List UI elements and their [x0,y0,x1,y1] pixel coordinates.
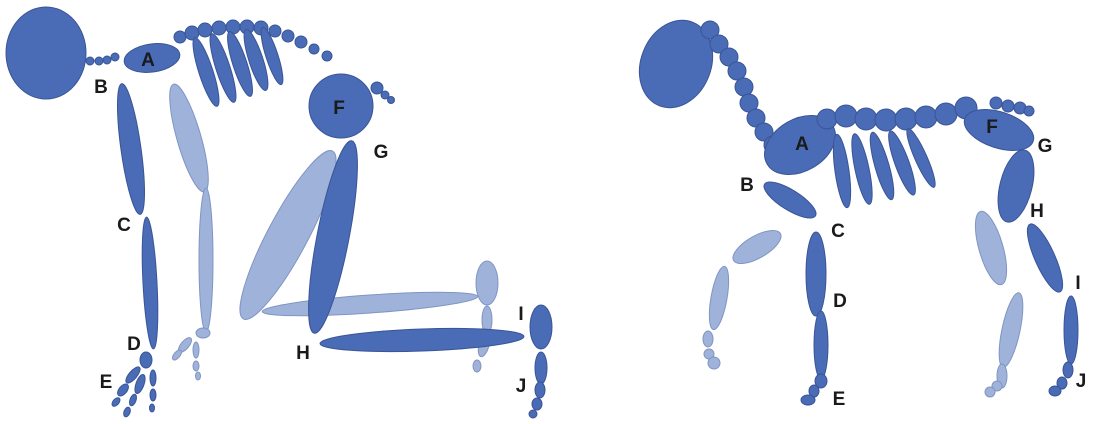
right-label-e: E [833,389,846,410]
left-figure: A B C D E F G H I J [6,7,552,418]
right-hind-cannon [1064,296,1078,364]
right-cannon [814,311,828,379]
right-label-f: F [986,117,998,138]
right-label-g: G [1038,136,1053,157]
right-neck-vertebra-4 [728,62,746,80]
left-spine-vertebra-11 [309,44,319,54]
left-spine-vertebra-10 [295,36,307,48]
left-fore-digit-8 [150,389,156,401]
left-hock [530,305,552,349]
left-hind-digit-3 [529,410,537,418]
left-label-f: F [333,98,345,119]
left-far-fore-digit-3 [193,342,199,358]
left-far-upper-foreleg [162,81,216,195]
left-far-hock [476,261,498,305]
left-far-tibia [262,287,479,320]
left-far-hind-digit-2 [473,360,481,372]
left-hind-digit-1 [535,382,545,398]
left-far-fore-digit-5 [196,372,201,380]
left-tibia [320,325,525,354]
left-label-j: J [516,376,527,397]
left-fore-digit-5 [128,393,138,406]
right-label-a: A [795,134,809,155]
right-label-b: B [740,175,754,196]
left-spine-vertebra-12 [322,51,332,61]
right-spine-vertebra-4 [875,109,897,131]
right-far-limbs [703,208,1028,397]
left-spine-vertebra-3 [198,23,212,37]
left-spine-vertebra-1 [174,31,186,43]
right-label-i: I [1075,273,1080,294]
right-humerus [759,176,820,225]
left-skull [6,7,86,99]
right-spine-vertebra-3 [855,108,877,130]
left-label-d: D [127,334,141,355]
left-neck-vertebra-1 [86,57,94,65]
right-hind-pastern-1 [1063,362,1073,378]
right-spine-vertebra-5 [895,108,917,130]
left-tail-1 [371,82,383,94]
right-fore-hoof [801,395,815,405]
right-tail-1 [990,97,1002,109]
left-label-g: G [374,142,389,163]
left-fore-digit-2 [115,382,130,398]
left-spine-vertebra-8 [269,25,281,37]
right-spine-vertebra-2 [835,105,857,127]
left-fore-digit-3 [110,396,121,408]
left-tail-3 [388,97,395,104]
right-label-j: J [1076,371,1087,392]
left-label-e: E [100,372,113,393]
left-far-fore-digit-4 [193,361,199,371]
left-radius [140,217,161,350]
left-neck-vertebra-4 [111,53,119,61]
left-far-fore-digit-2 [171,348,183,361]
right-radius [806,232,826,316]
left-far-lower-foreleg [199,188,213,332]
right-label-d: D [833,291,847,312]
right-spine-vertebra-6 [915,106,937,128]
right-far-humerus [728,224,786,270]
right-spine-vertebra-1 [817,109,837,129]
left-humerus [112,82,150,215]
right-far-fore-digit-2 [708,357,720,369]
left-neck-vertebra-2 [95,57,103,65]
right-label-c: C [831,221,845,242]
left-far-fore-carpal [196,328,210,338]
left-fore-carpal [140,352,152,368]
left-metatarsal [535,352,547,384]
right-far-hind-digit-2 [985,387,995,397]
left-label-c: C [117,215,131,236]
left-label-a: A [141,50,155,71]
left-fore-digit-7 [150,370,156,386]
right-tibia [1021,220,1069,296]
right-spine-vertebra-7 [935,103,957,125]
left-hind-digit-2 [532,398,542,410]
left-spine-vertebra-4 [212,21,226,35]
right-far-tibia [994,291,1027,369]
right-tail-4 [1024,106,1034,116]
left-label-b: B [94,77,108,98]
left-fore-digit-6 [122,406,131,417]
right-hind-hoof [1049,386,1061,396]
right-far-radius [706,265,733,331]
left-label-h: H [296,343,310,364]
right-figure: A B C D E F G H I J [627,9,1087,410]
right-rib-1 [830,133,854,208]
right-tail-2 [1002,100,1014,112]
right-far-fore-joint [703,331,713,347]
left-fore-digit-9 [150,404,155,412]
right-label-h: H [1030,201,1044,222]
left-spine-vertebra-9 [282,30,294,42]
left-spine-vertebra-5 [226,20,240,34]
left-neck-vertebra-3 [103,56,111,64]
right-neck-vertebra-5 [735,78,753,96]
left-label-i: I [518,304,523,325]
